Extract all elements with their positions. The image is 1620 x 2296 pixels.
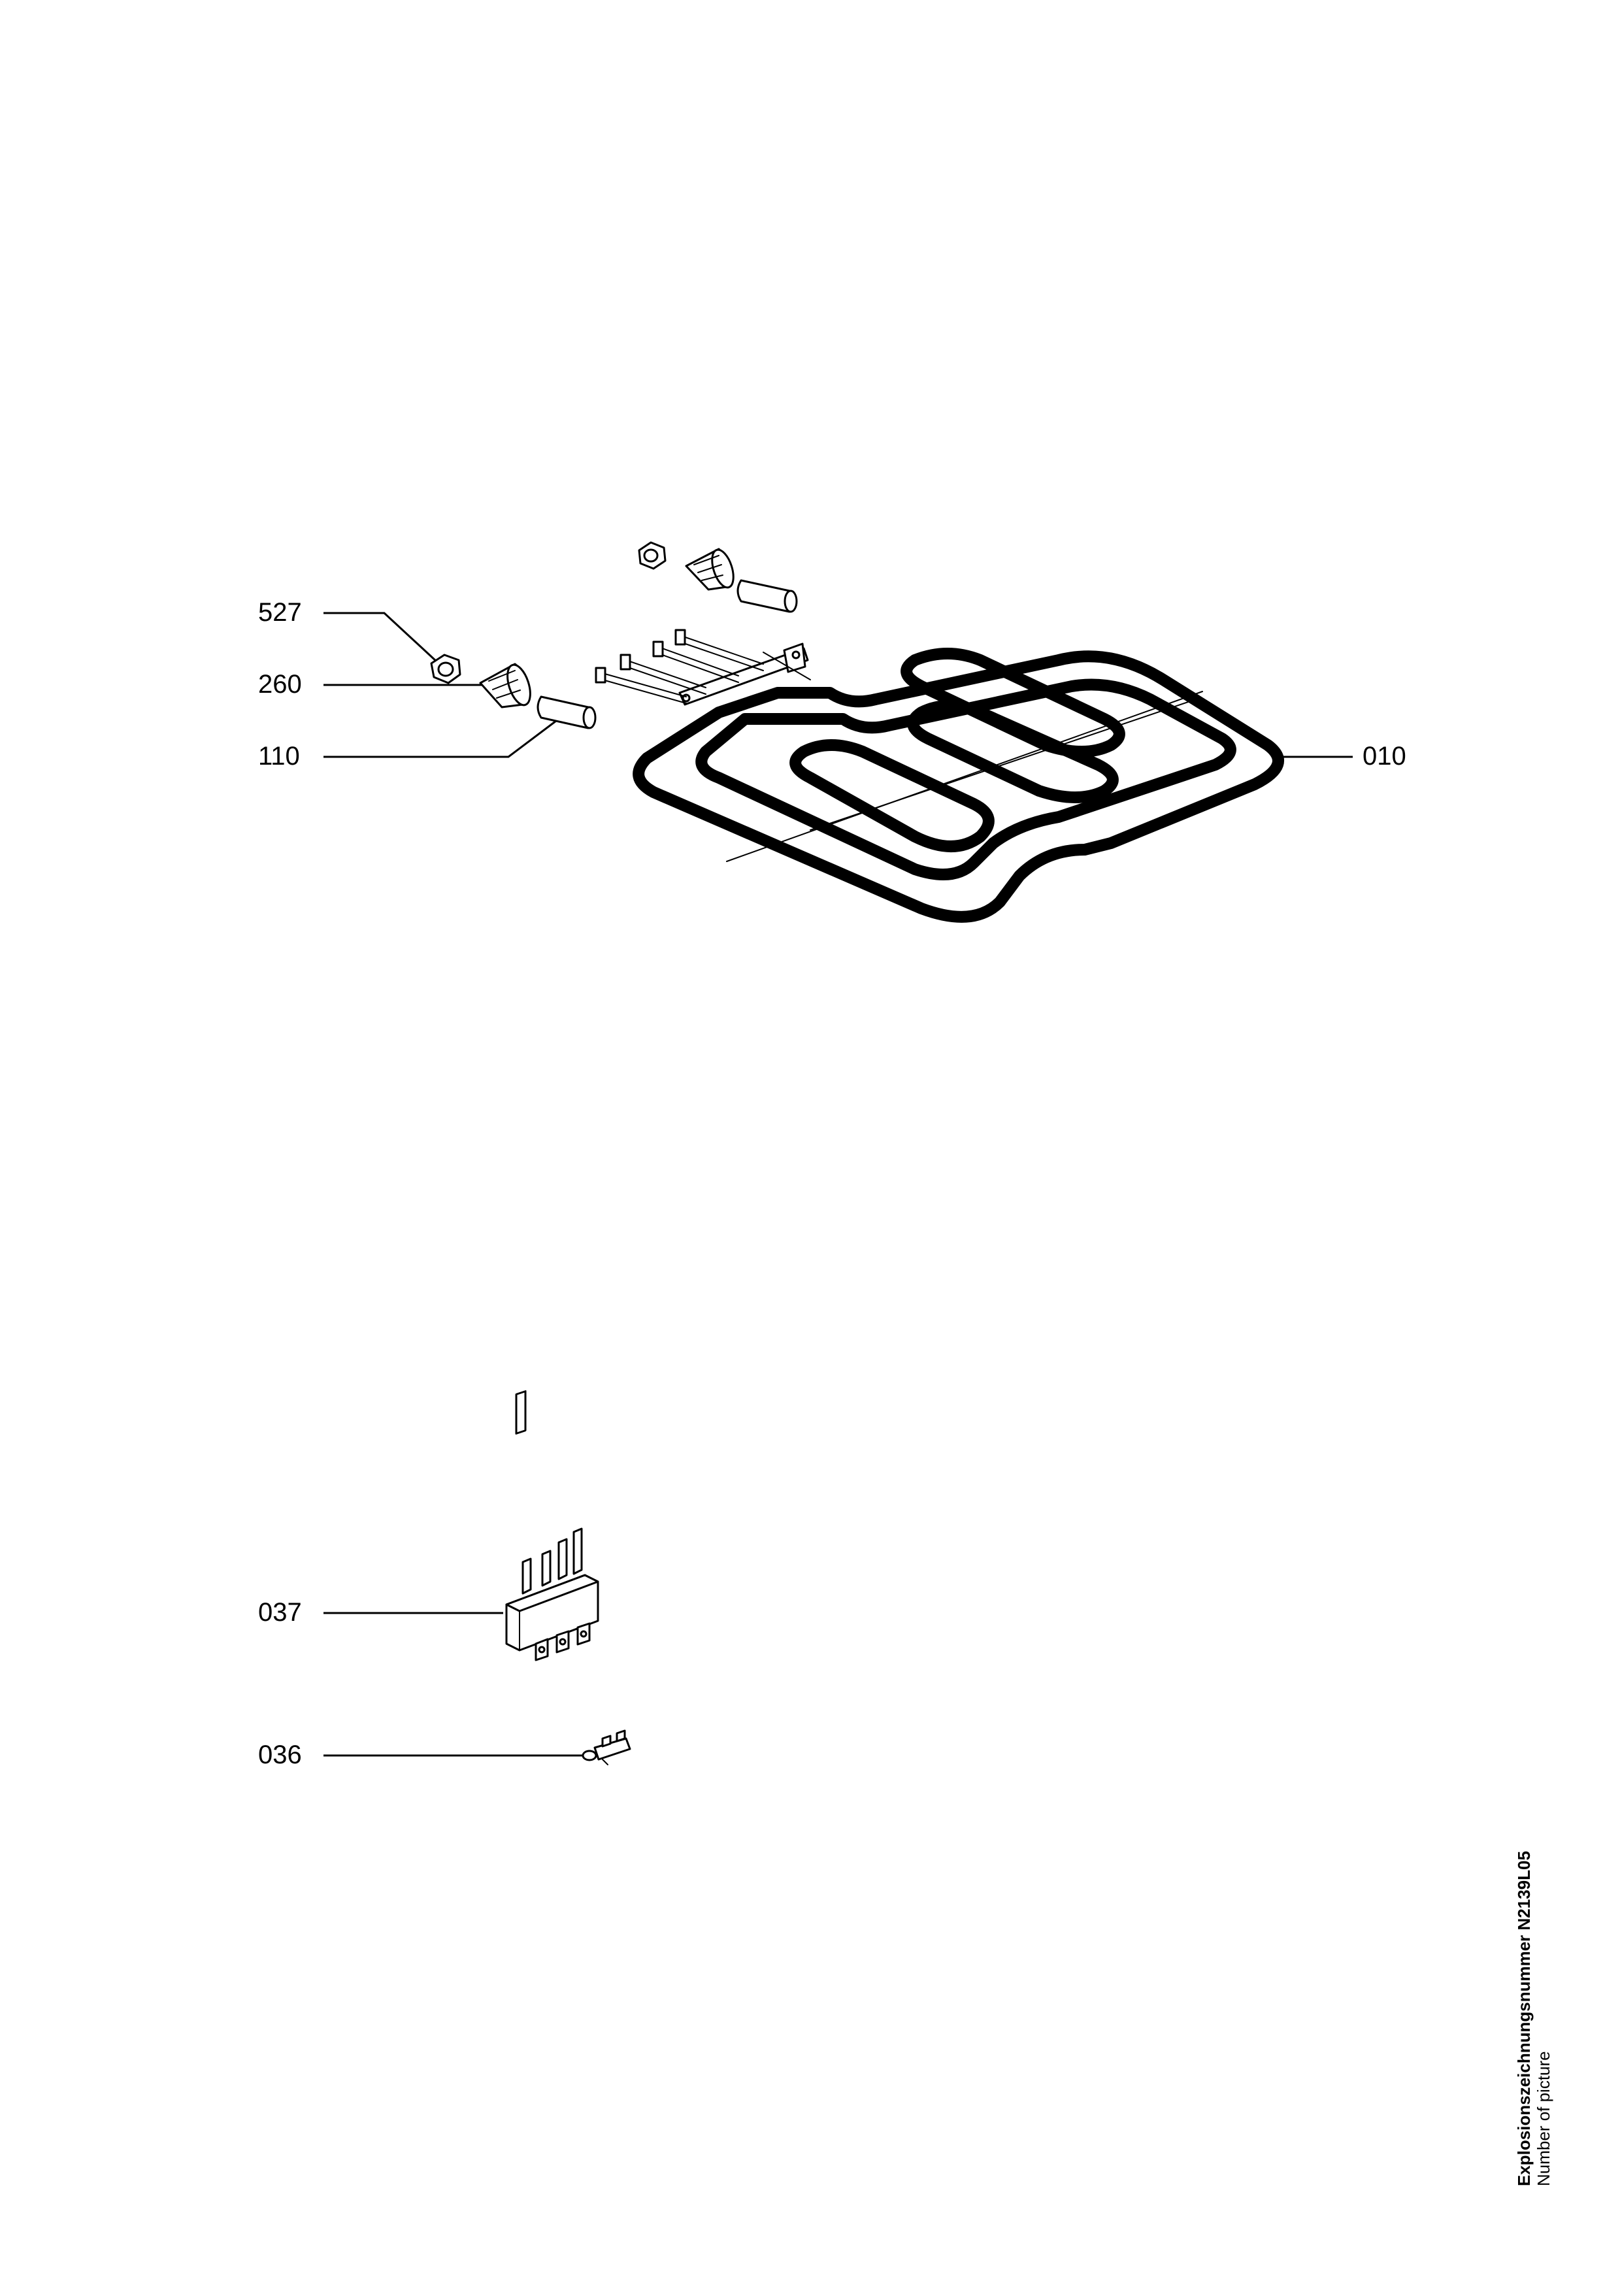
terminal-bracket bbox=[595, 629, 811, 706]
terminal-block-037 bbox=[505, 1390, 599, 1661]
coil-inner-left bbox=[789, 739, 995, 852]
coil-middle bbox=[695, 678, 1236, 880]
nut-527 bbox=[430, 654, 461, 684]
leader-line-110 bbox=[323, 718, 559, 758]
coil-inner-right bbox=[901, 648, 1125, 803]
callout-label-527: 527 bbox=[258, 598, 302, 627]
support-rod-front bbox=[726, 691, 1203, 862]
drawing-number-caption: Explosionszeichnungsnummer N2139L05 Numb… bbox=[1514, 1851, 1553, 2186]
callout-label-010: 010 bbox=[1363, 742, 1406, 771]
sleeve-tube-110 bbox=[537, 695, 597, 729]
callout-260[interactable]: 260 bbox=[258, 670, 484, 699]
callout-label-110: 110 bbox=[258, 742, 300, 771]
callout-527[interactable]: 527 bbox=[258, 598, 438, 663]
leader-line-527 bbox=[323, 612, 438, 663]
callout-110[interactable]: 110 bbox=[258, 718, 559, 771]
callout-label-037: 037 bbox=[258, 1598, 302, 1627]
insulator-cone-260 bbox=[479, 663, 531, 708]
terminal-set-upper bbox=[638, 541, 798, 613]
drawing-number-subtitle: Number of picture bbox=[1534, 2051, 1553, 2186]
connector-036 bbox=[582, 1729, 631, 1765]
callout-036[interactable]: 036 bbox=[258, 1740, 585, 1769]
drawing-number-label: Explosionszeichnungsnummer N2139L05 bbox=[1514, 1851, 1534, 2186]
callout-037[interactable]: 037 bbox=[258, 1598, 503, 1627]
nut-upper bbox=[638, 541, 667, 570]
sleeve-tube-upper bbox=[736, 579, 798, 613]
callout-label-260: 260 bbox=[258, 670, 302, 699]
heating-element-010 bbox=[595, 629, 1284, 923]
coil-outer bbox=[633, 650, 1284, 923]
insulator-cone-upper bbox=[685, 548, 735, 591]
callout-010[interactable]: 010 bbox=[1280, 742, 1406, 771]
terminal-set-lower bbox=[430, 654, 597, 729]
callout-label-036: 036 bbox=[258, 1740, 302, 1769]
